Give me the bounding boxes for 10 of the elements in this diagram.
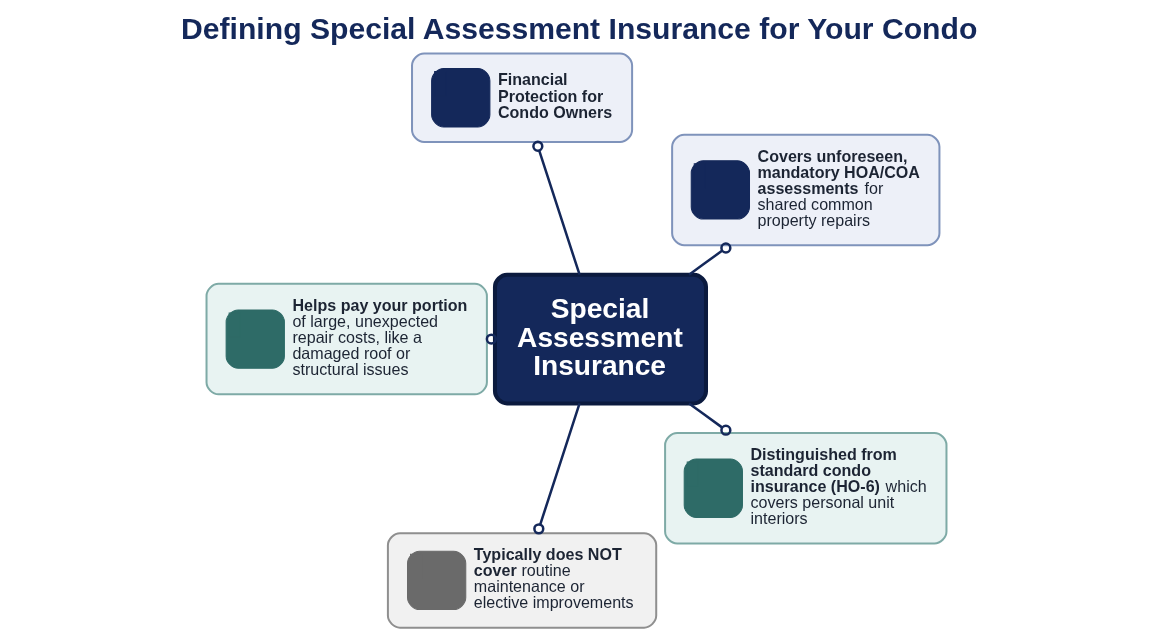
- connector: [687, 402, 732, 436]
- node-box: Financial Protection for Condo Owners: [410, 52, 633, 143]
- node-box: Distinguished from standard condo insurance (HO-6) which covers personal unit interiors: [663, 431, 947, 545]
- node-box: Typically does NOT cover routine maintenance or elective improvements: [386, 532, 657, 629]
- connector: [531, 140, 581, 276]
- node-box: Covers unforeseen, mandatory HOA/COA assessments for shared common property repairs: [670, 133, 940, 247]
- connector: [532, 403, 581, 535]
- connector: [687, 242, 732, 276]
- diagram-title: Defining Special Assessment Insurance for Your Condo: [180, 12, 977, 46]
- node-box: Helps pay your portion of large, unexpected repair costs, like a damaged roof or structural issues: [205, 282, 488, 396]
